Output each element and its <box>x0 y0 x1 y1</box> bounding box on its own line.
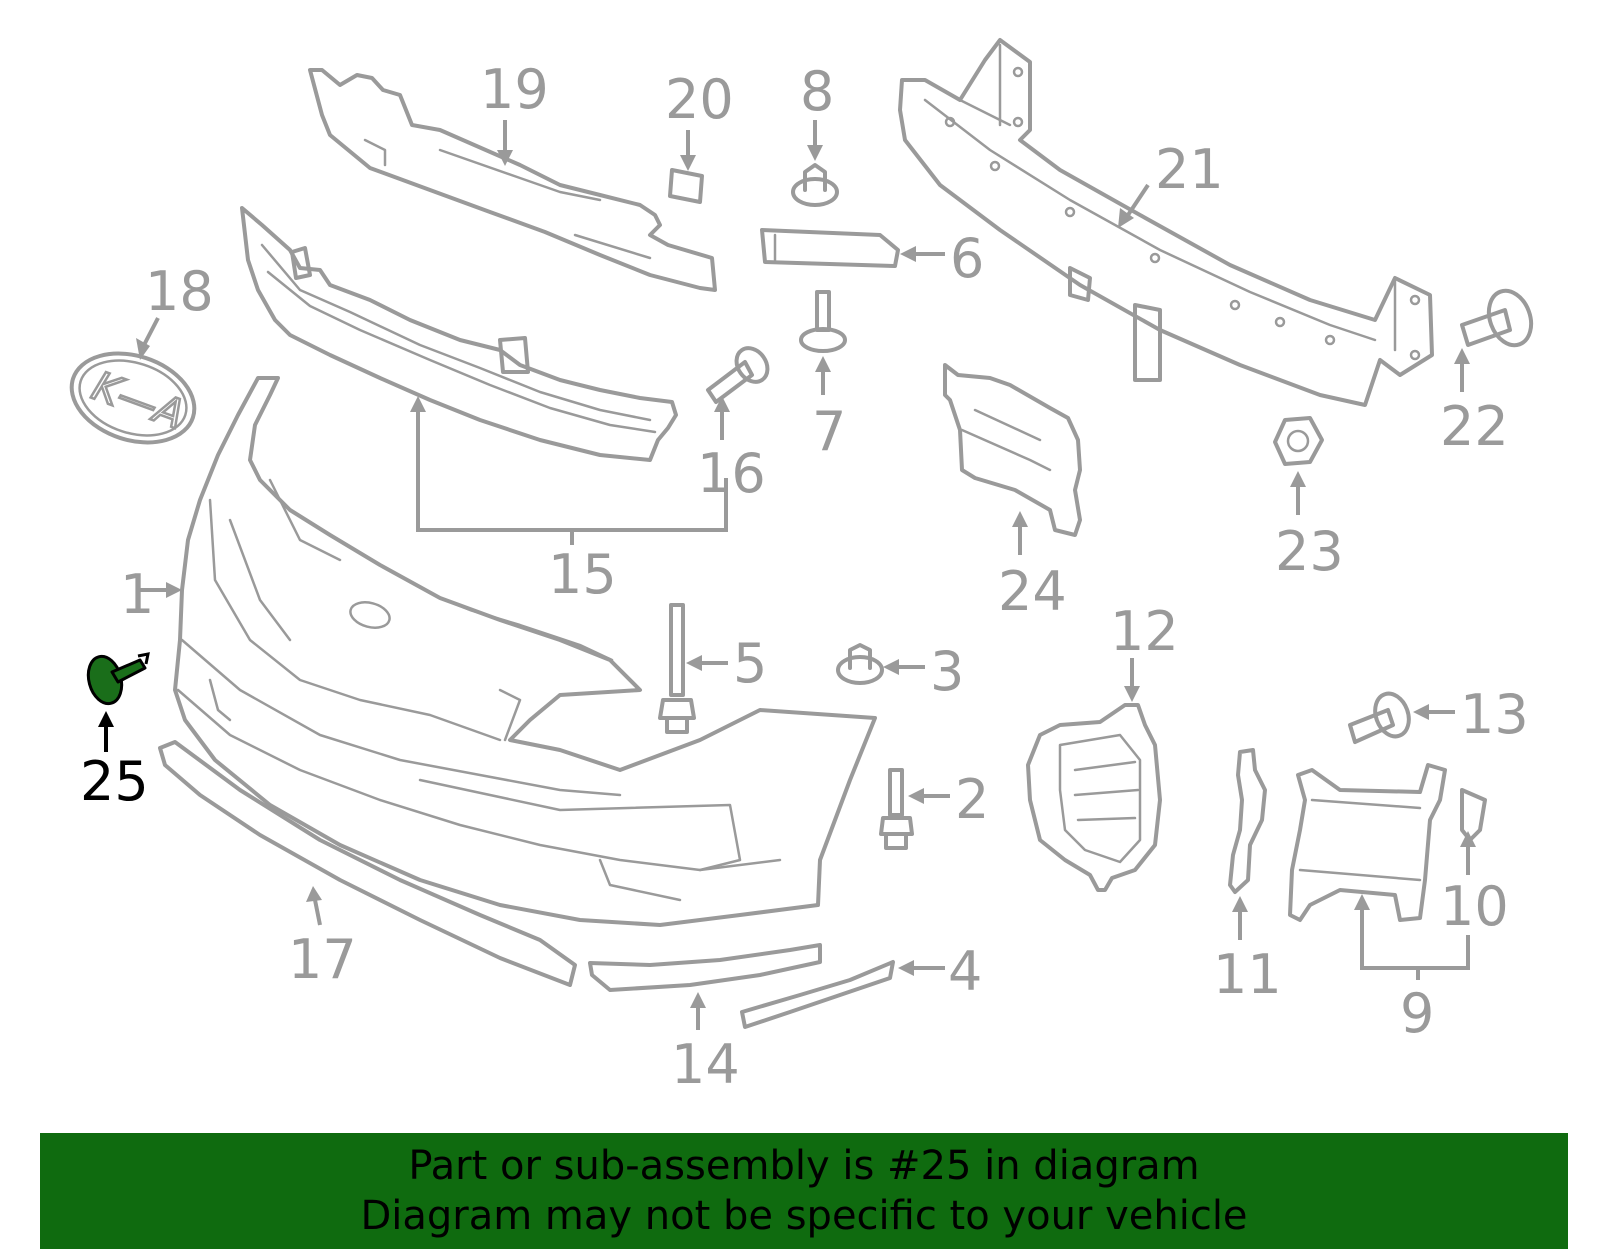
part-25-plug-highlighted <box>86 652 150 706</box>
callout-7: 7 <box>812 400 846 463</box>
part-24-sensor <box>943 363 1082 537</box>
callout-1: 1 <box>120 563 154 626</box>
part-5-bolt <box>658 603 696 734</box>
callout-18: 18 <box>145 260 214 323</box>
part-10-bracket <box>1460 788 1487 842</box>
part-4-molding <box>740 960 895 1029</box>
part-16-screw <box>706 346 770 404</box>
callout-4: 4 <box>948 940 982 1003</box>
callout-16: 16 <box>697 442 766 505</box>
callout-10: 10 <box>1440 875 1509 938</box>
banner-line-2: Diagram may not be specific to your vehi… <box>360 1193 1248 1239</box>
part-6-bracket <box>760 228 900 268</box>
part-17-lower-strip <box>158 740 577 987</box>
callout-11: 11 <box>1213 943 1282 1006</box>
callout-24: 24 <box>998 560 1067 623</box>
info-banner: Part or sub-assembly is #25 in diagram D… <box>40 1133 1568 1249</box>
part-3-clip <box>836 643 884 685</box>
callout-23: 23 <box>1275 520 1344 583</box>
part-9-housing <box>1288 763 1447 922</box>
callout-2: 2 <box>955 768 989 831</box>
callout-5: 5 <box>733 632 767 695</box>
part-18-emblem: K—A <box>69 351 197 445</box>
leader-lines <box>98 120 1476 1030</box>
callout-labels: 1 2 3 4 5 6 7 8 9 10 11 12 13 14 15 16 1… <box>80 58 1529 1096</box>
part-11-bracket <box>1228 748 1267 894</box>
part-12-fog-bezel <box>1026 703 1162 892</box>
callout-20: 20 <box>665 68 734 131</box>
callout-22: 22 <box>1440 395 1509 458</box>
callout-15: 15 <box>548 543 617 606</box>
callout-17: 17 <box>288 928 357 991</box>
part-13-screw <box>1348 691 1411 744</box>
part-1-bumper-cover <box>173 376 877 927</box>
callout-14: 14 <box>671 1033 740 1096</box>
callout-12: 12 <box>1110 600 1179 663</box>
banner-line-1: Part or sub-assembly is #25 in diagram <box>408 1143 1200 1189</box>
part-15-grille <box>240 206 678 462</box>
callout-9: 9 <box>1400 982 1434 1045</box>
callout-6: 6 <box>950 227 984 290</box>
part-21-reinforcement <box>898 38 1434 407</box>
part-20-clip <box>668 168 704 204</box>
callout-13: 13 <box>1460 683 1529 746</box>
part-14-lower-trim <box>588 943 822 992</box>
part-2-bolt <box>879 768 914 850</box>
callout-21: 21 <box>1155 138 1224 201</box>
callout-19: 19 <box>480 58 549 121</box>
callout-8: 8 <box>800 60 834 123</box>
part-19-upper-shield <box>308 68 717 292</box>
part-7-bolt <box>799 290 847 353</box>
part-8-push-clip <box>791 163 839 207</box>
callout-25-highlighted: 25 <box>80 750 149 813</box>
part-22-bolt <box>1460 288 1534 348</box>
part-23-nut <box>1273 416 1324 466</box>
callout-3: 3 <box>930 640 964 703</box>
